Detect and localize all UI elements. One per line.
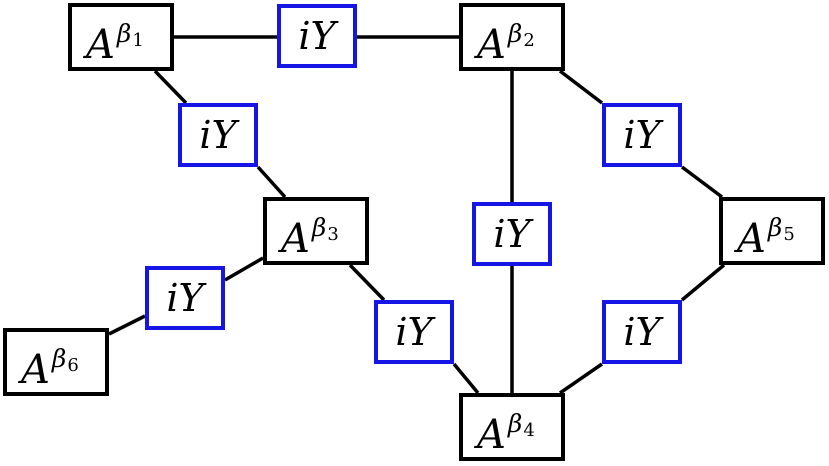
- a-node-label: Aβ5: [733, 213, 795, 262]
- y-node-label: iY: [166, 276, 207, 320]
- y-node-label: iY: [298, 14, 339, 58]
- a-node-beta4: Aβ4: [459, 393, 565, 461]
- a-node-beta1: Aβ1: [68, 3, 174, 71]
- edge-beta4-y45: [559, 362, 603, 395]
- edge-y36-beta6: [108, 314, 146, 336]
- edge-y45-beta5: [680, 263, 726, 302]
- y-node-y24: iY: [472, 202, 552, 266]
- a-node-beta2: Aβ2: [459, 3, 565, 71]
- y-node-box: [145, 266, 225, 330]
- a-node-beta5: Aβ5: [719, 197, 825, 265]
- y-node-label: iY: [199, 113, 240, 157]
- edge-beta3-y34: [348, 263, 386, 302]
- a-node-box: [68, 3, 174, 71]
- y-node-label: iY: [623, 113, 664, 157]
- y-node-label: iY: [493, 212, 534, 256]
- y-node-y12: iY: [277, 4, 357, 68]
- edge-y34-beta4: [452, 362, 480, 395]
- y-node-box: [602, 103, 682, 167]
- edges: [108, 35, 726, 395]
- y-node-label: iY: [623, 310, 664, 354]
- y-node-label: iY: [395, 310, 436, 354]
- edge-beta3-y36: [224, 256, 264, 282]
- a-node-label: Aβ3: [277, 213, 339, 262]
- a-node-beta6: Aβ6: [3, 328, 109, 396]
- a-node-label: Aβ6: [17, 344, 79, 393]
- a-node-box: [459, 3, 565, 71]
- edge-y25-beta5: [680, 165, 724, 199]
- a-node-label: Aβ4: [473, 409, 535, 458]
- a-node-box: [3, 328, 109, 396]
- y-node-box: [602, 300, 682, 364]
- a-node-label: Aβ2: [473, 19, 535, 68]
- y-node-box: [472, 202, 552, 266]
- y-node-y25: iY: [602, 103, 682, 167]
- y-node-y36: iY: [145, 266, 225, 330]
- y-node-y13: iY: [178, 103, 258, 167]
- y-node-box: [178, 103, 258, 167]
- a-node-box: [263, 197, 369, 265]
- edge-y13-beta3: [256, 165, 287, 199]
- y-node-y34: iY: [374, 300, 454, 364]
- a-node-box: [459, 393, 565, 461]
- a-node-box: [719, 197, 825, 265]
- y-node-box: [277, 4, 357, 68]
- y-node-y45: iY: [602, 300, 682, 364]
- edge-beta1-y13: [153, 69, 188, 105]
- a-node-beta3: Aβ3: [263, 197, 369, 265]
- edge-beta2-y25: [558, 69, 604, 105]
- a-node-label: Aβ1: [82, 19, 144, 68]
- y-node-box: [374, 300, 454, 364]
